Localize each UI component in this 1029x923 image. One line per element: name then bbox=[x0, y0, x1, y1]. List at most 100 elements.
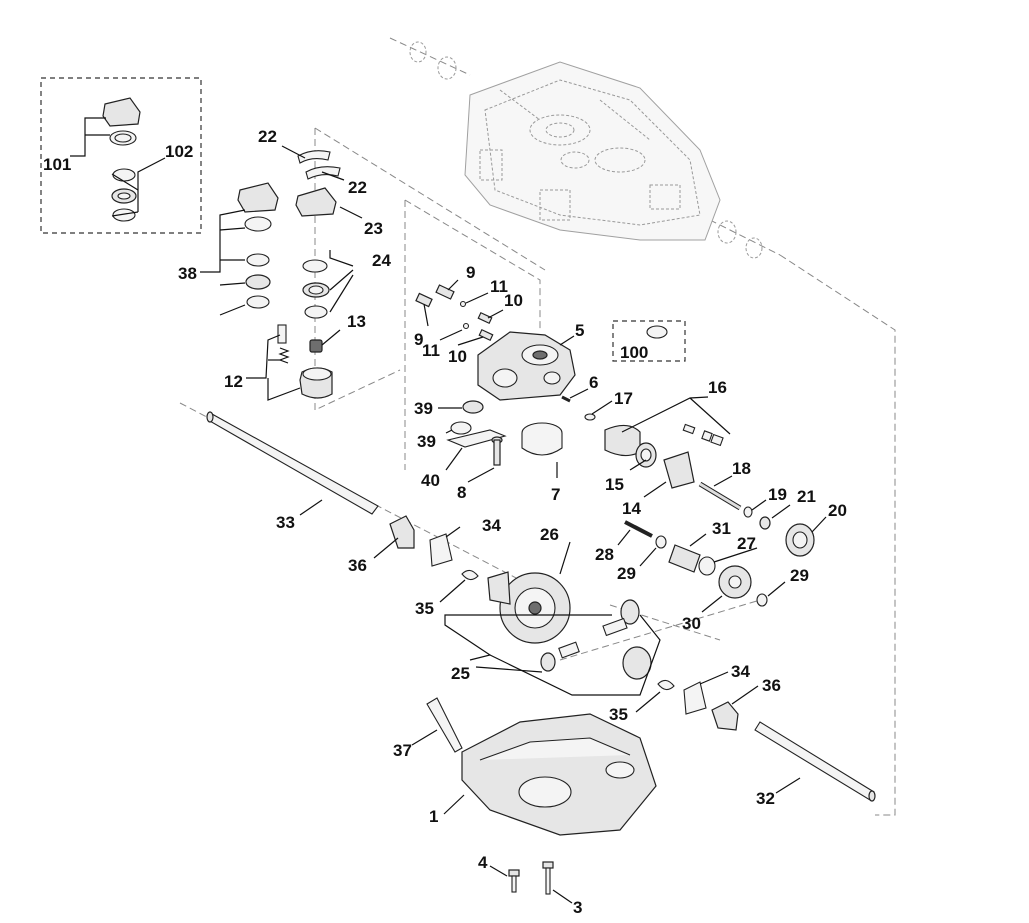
callout-31: 31 bbox=[712, 519, 731, 538]
callout-24: 24 bbox=[372, 251, 391, 270]
callout-26: 26 bbox=[540, 525, 559, 544]
part-29-upper bbox=[655, 535, 667, 549]
callout-19: 19 bbox=[768, 485, 787, 504]
kit-box-101-102 bbox=[40, 77, 202, 234]
part-29-lower bbox=[756, 593, 768, 607]
part-3 bbox=[542, 861, 554, 895]
callout-33: 33 bbox=[276, 513, 295, 532]
part-16 bbox=[604, 423, 724, 457]
callout-10-lower: 10 bbox=[448, 347, 467, 366]
callout-21: 21 bbox=[797, 487, 816, 506]
part-4 bbox=[508, 869, 520, 893]
part-21 bbox=[759, 516, 771, 530]
callout-30: 30 bbox=[682, 614, 701, 633]
callout-102: 102 bbox=[165, 142, 193, 161]
callout-28: 28 bbox=[595, 545, 614, 564]
callout-5: 5 bbox=[575, 321, 584, 340]
part-24 bbox=[302, 259, 330, 319]
callout-15: 15 bbox=[605, 475, 624, 494]
callout-6: 6 bbox=[589, 373, 598, 392]
callout-101: 101 bbox=[43, 155, 71, 174]
callout-22-lower: 22 bbox=[348, 178, 367, 197]
callout-39-upper: 39 bbox=[414, 399, 433, 418]
part-1-lower-housing bbox=[461, 713, 657, 836]
part-20 bbox=[785, 523, 815, 557]
callout-4: 4 bbox=[478, 853, 488, 872]
callout-11-lower: 11 bbox=[422, 341, 440, 360]
part-25 bbox=[487, 571, 652, 680]
callout-100: 100 bbox=[620, 343, 648, 362]
callout-1: 1 bbox=[429, 807, 438, 826]
callout-29-lower: 29 bbox=[790, 566, 809, 585]
callout-36-left: 36 bbox=[348, 556, 367, 575]
callout-8: 8 bbox=[457, 483, 466, 502]
callout-9-upper: 9 bbox=[466, 263, 475, 282]
callout-14: 14 bbox=[622, 499, 641, 518]
part-22-upper bbox=[297, 150, 331, 164]
part-39-lower bbox=[450, 421, 472, 435]
callout-13: 13 bbox=[347, 312, 366, 331]
part-7 bbox=[521, 422, 563, 456]
part-8 bbox=[491, 436, 503, 466]
part-36-left bbox=[389, 515, 415, 549]
part-23 bbox=[295, 187, 337, 217]
parts-9-10-11 bbox=[415, 284, 494, 342]
callout-20: 20 bbox=[828, 501, 847, 520]
callout-34-right: 34 bbox=[731, 662, 750, 681]
callout-40: 40 bbox=[421, 471, 440, 490]
callout-16: 16 bbox=[708, 378, 727, 397]
part-33 bbox=[206, 411, 379, 515]
part-12 bbox=[277, 324, 333, 399]
callout-29-upper: 29 bbox=[617, 564, 636, 583]
callout-9-lower: 9 bbox=[414, 330, 423, 349]
callout-37: 37 bbox=[393, 741, 412, 760]
part-5-center-section bbox=[477, 331, 576, 401]
callout-7: 7 bbox=[551, 485, 560, 504]
part-17 bbox=[584, 413, 596, 421]
part-32 bbox=[754, 721, 876, 802]
part-35-right bbox=[657, 679, 675, 691]
callout-25: 25 bbox=[451, 664, 470, 683]
callout-11-upper: 11 bbox=[490, 277, 508, 296]
callout-34-left: 34 bbox=[482, 516, 501, 535]
part-15 bbox=[635, 442, 657, 468]
callout-10-upper: 10 bbox=[504, 291, 523, 310]
callout-36-right: 36 bbox=[762, 676, 781, 695]
upper-housing-ghost bbox=[409, 41, 763, 259]
part-30 bbox=[718, 565, 752, 599]
callout-23: 23 bbox=[364, 219, 383, 238]
callout-12: 12 bbox=[224, 372, 243, 391]
callout-32: 32 bbox=[756, 789, 775, 808]
part-36-right bbox=[711, 701, 739, 731]
callout-labels: 101 102 38 22 22 23 24 12 13 9 11 10 9 1… bbox=[43, 127, 847, 917]
part-35-left bbox=[461, 569, 479, 581]
part-6 bbox=[561, 395, 571, 403]
leader-lines bbox=[70, 117, 827, 904]
callout-17: 17 bbox=[614, 389, 633, 408]
part-34-right bbox=[683, 681, 707, 715]
part-14 bbox=[663, 451, 695, 489]
callout-22-upper: 22 bbox=[258, 127, 277, 146]
part-19 bbox=[743, 506, 753, 518]
kit-box-100 bbox=[612, 320, 686, 362]
callout-35-left: 35 bbox=[415, 599, 434, 618]
part-100 bbox=[646, 325, 668, 339]
callout-39-lower: 39 bbox=[417, 432, 436, 451]
callout-3: 3 bbox=[573, 898, 582, 917]
callout-27: 27 bbox=[737, 534, 756, 553]
part-40 bbox=[446, 429, 507, 448]
callout-35-right: 35 bbox=[609, 705, 628, 724]
callout-38: 38 bbox=[178, 264, 197, 283]
part-31 bbox=[668, 544, 701, 573]
part-26 bbox=[499, 572, 571, 644]
part-27 bbox=[698, 556, 716, 576]
part-13 bbox=[309, 339, 323, 353]
part-28 bbox=[624, 520, 653, 538]
part-39-upper bbox=[462, 400, 484, 414]
part-37 bbox=[426, 697, 463, 753]
part-34-left bbox=[429, 533, 453, 567]
part-38 bbox=[237, 182, 279, 309]
callout-18: 18 bbox=[732, 459, 751, 478]
